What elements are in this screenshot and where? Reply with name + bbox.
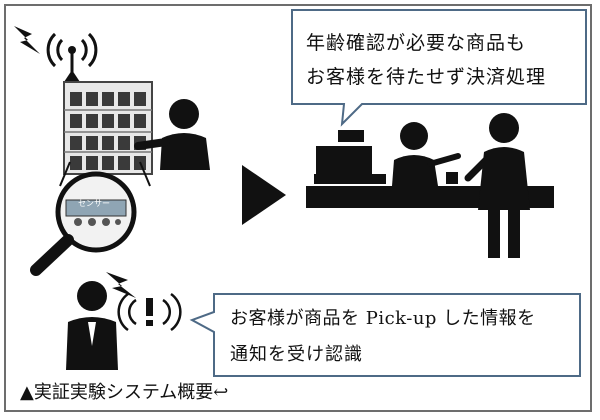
signal-bolt-icon <box>14 26 40 54</box>
top-speech-bubble <box>291 9 587 127</box>
magnifier-icon <box>30 161 151 276</box>
cashier-icon <box>392 122 461 186</box>
signal-bolt-icon <box>106 272 136 298</box>
top-bubble-line2: お客様を待たせず決済処理 <box>306 66 547 88</box>
cash-register-icon <box>314 130 386 184</box>
bottom-bubble-line2: 通知を受け認識 <box>230 344 363 365</box>
antenna-icon <box>46 32 98 82</box>
bottom-bubble-line1: お客様が商品を Pick-up した情報を <box>230 308 536 329</box>
bottom-speech-bubble <box>189 293 581 377</box>
diagram-frame <box>4 4 592 412</box>
alert-icon <box>117 292 182 332</box>
sensor-label: センサー <box>78 199 110 208</box>
customer-icon <box>464 113 530 258</box>
shopper-icon <box>134 99 210 170</box>
staff-icon <box>66 281 118 370</box>
play-arrow-icon <box>242 165 286 225</box>
top-bubble-line1: 年齢確認が必要な商品も <box>306 32 527 54</box>
figure-caption: ▲実証実験システム概要↩ <box>20 382 229 403</box>
product-shelf-icon <box>63 81 153 175</box>
